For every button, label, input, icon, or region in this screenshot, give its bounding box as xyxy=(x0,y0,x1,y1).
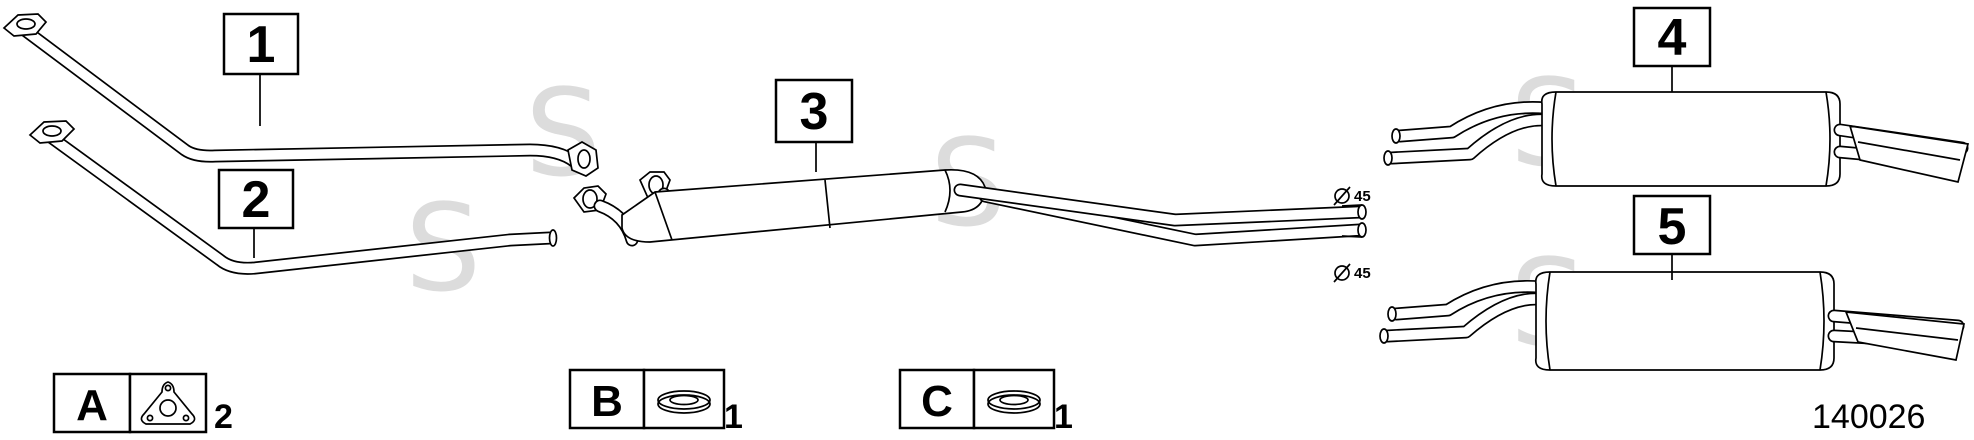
legend-letter: B xyxy=(591,377,623,426)
diameter-value: 45 xyxy=(1354,188,1371,205)
part-label-text: 4 xyxy=(1658,9,1687,67)
legend-item-c: C 1 xyxy=(898,368,1073,436)
flange xyxy=(28,120,76,144)
part-label-text: 5 xyxy=(1658,198,1687,256)
watermark-group: S S S S S xyxy=(405,55,1586,374)
part-label-1: 1 xyxy=(222,12,300,126)
legend-quantity: 1 xyxy=(1054,398,1073,436)
legend-letter: A xyxy=(76,381,108,430)
ring-gasket-icon xyxy=(657,390,711,414)
part-label-2: 2 xyxy=(217,168,295,258)
part-label-3: 3 xyxy=(774,78,854,172)
part-3-center-muffler[interactable] xyxy=(572,168,1367,247)
part-5-rear-muffler[interactable] xyxy=(1379,271,1966,371)
legend-quantity: 1 xyxy=(724,398,743,436)
diameter-callout-upper: 45 xyxy=(1333,186,1371,206)
flange xyxy=(2,13,48,37)
drawing-number: 140026 xyxy=(1812,398,1925,436)
muffler-body xyxy=(1540,91,1841,187)
diameter-callout-lower: 45 xyxy=(1333,263,1371,283)
legend-item-a: A 2 xyxy=(52,372,233,436)
ring-gasket-icon xyxy=(987,390,1041,414)
part-label-text: 1 xyxy=(247,16,276,74)
part-label-4: 4 xyxy=(1632,6,1712,92)
part-2-front-pipe[interactable] xyxy=(28,120,558,275)
triangular-gasket-icon xyxy=(140,381,196,425)
part-label-5: 5 xyxy=(1632,194,1712,280)
muffler-body xyxy=(621,168,986,243)
part-4-rear-muffler[interactable] xyxy=(1383,91,1970,187)
legend-letter: C xyxy=(921,377,953,426)
legend-item-b: B 1 xyxy=(568,368,743,436)
legend-quantity: 2 xyxy=(214,398,233,436)
part-label-text: 3 xyxy=(800,83,829,141)
muffler-body xyxy=(1534,271,1835,371)
diameter-value: 45 xyxy=(1354,265,1371,282)
part-label-text: 2 xyxy=(242,171,271,229)
watermark-letter: S xyxy=(525,65,601,204)
part-1-front-pipe[interactable] xyxy=(2,13,599,177)
